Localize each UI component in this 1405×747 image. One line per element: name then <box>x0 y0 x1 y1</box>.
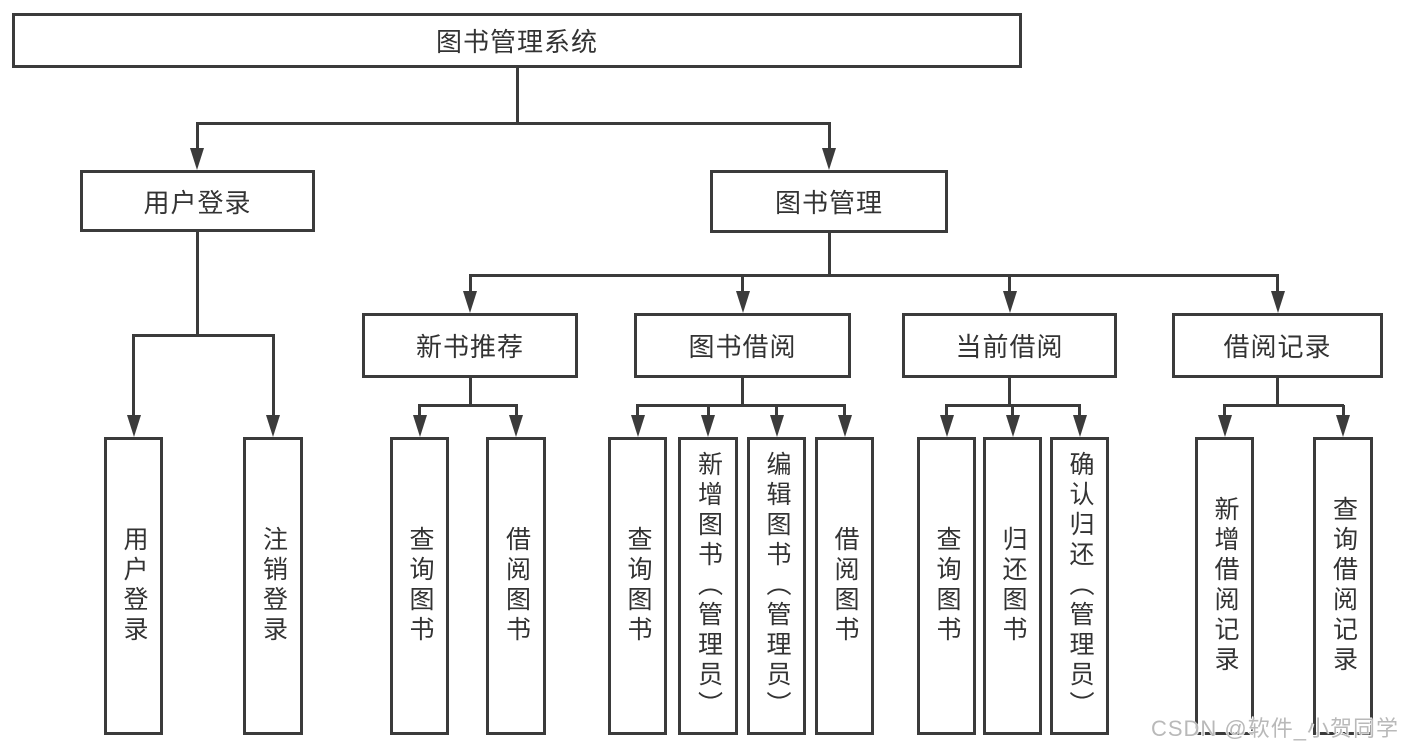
connector-line <box>775 405 778 419</box>
leaf-current-query-books: 查询图书 <box>917 437 976 735</box>
node-borrowing-records: 借阅记录 <box>1172 313 1383 378</box>
connector-line <box>1008 376 1011 406</box>
connector-line <box>827 123 831 151</box>
connector-line <box>636 404 846 407</box>
connector-line <box>1223 404 1344 407</box>
leaf-records-add-record: 新增借阅记录 <box>1195 437 1254 735</box>
connector-line <box>843 405 846 419</box>
leaf-borrowing-query-books-label: 查询图书 <box>624 526 652 646</box>
connector-line <box>468 274 1279 277</box>
connector-line <box>706 405 710 419</box>
node-root: 图书管理系统 <box>12 13 1022 68</box>
connector-line <box>468 376 472 406</box>
leaf-current-confirm-return-label: 确认归还（管理员） <box>1066 451 1094 721</box>
leaf-records-add-record-label: 新增借阅记录 <box>1211 496 1239 676</box>
leaf-logout-label: 注销登录 <box>259 526 288 646</box>
node-book-management-label: 图书管理 <box>774 188 883 218</box>
connector-line <box>1276 376 1279 406</box>
connector-line <box>195 121 831 125</box>
leaf-borrowing-borrow-books: 借阅图书 <box>815 437 874 735</box>
arrow-down-icon <box>837 415 852 437</box>
csdn-watermark: CSDN @软件_小贺同学 <box>1150 716 1399 741</box>
arrow-down-icon <box>1270 291 1285 313</box>
connector-line <box>468 276 472 294</box>
leaf-borrowing-edit-books: 编辑图书（管理员） <box>747 437 806 735</box>
leaf-borrowing-query-books: 查询图书 <box>608 437 667 735</box>
node-book-borrowing: 图书借阅 <box>634 313 851 378</box>
leaf-borrowing-add-books-label: 新增图书（管理员） <box>694 451 723 721</box>
arrow-down-icon <box>822 148 836 170</box>
arrow-down-icon <box>190 148 204 170</box>
node-user-login: 用户登录 <box>80 170 315 232</box>
leaf-records-query-record: 查询借阅记录 <box>1313 437 1373 735</box>
leaf-borrowing-edit-books-label: 编辑图书（管理员） <box>763 451 791 721</box>
node-book-borrowing-label: 图书借阅 <box>688 332 797 362</box>
leaf-recommend-query-books: 查询图书 <box>390 437 449 735</box>
leaf-current-confirm-return: 确认归还（管理员） <box>1050 437 1109 735</box>
node-user-login-label: 用户登录 <box>143 187 252 218</box>
connector-line <box>271 335 275 419</box>
node-book-management: 图书管理 <box>710 170 948 233</box>
arrow-down-icon <box>509 415 523 437</box>
leaf-recommend-query-books-label: 查询图书 <box>406 526 434 646</box>
connector-line <box>515 68 519 123</box>
arrow-down-icon <box>735 291 750 313</box>
leaf-logout: 注销登录 <box>243 437 303 735</box>
arrow-down-icon <box>1072 415 1087 437</box>
leaf-borrowing-add-books: 新增图书（管理员） <box>678 437 738 735</box>
connector-line <box>945 405 948 419</box>
connector-line <box>418 405 421 419</box>
arrow-down-icon <box>126 415 141 437</box>
arrow-down-icon <box>939 415 954 437</box>
arrow-down-icon <box>463 291 477 313</box>
connector-line <box>132 333 275 337</box>
node-new-book-recommend: 新书推荐 <box>362 313 578 378</box>
connector-line <box>636 405 639 419</box>
leaf-current-query-books-label: 查询图书 <box>933 526 961 646</box>
connector-line <box>1276 276 1279 294</box>
connector-line <box>741 276 744 294</box>
leaf-user-login-label: 用户登录 <box>120 526 148 646</box>
connector-line <box>514 405 518 419</box>
leaf-recommend-borrow-books-label: 借阅图书 <box>502 526 531 646</box>
node-current-borrowing: 当前借阅 <box>902 313 1117 378</box>
node-current-borrowing-label: 当前借阅 <box>955 332 1064 362</box>
connector-line <box>741 376 744 406</box>
leaf-recommend-borrow-books: 借阅图书 <box>486 437 546 735</box>
leaf-current-return-books: 归还图书 <box>983 437 1042 735</box>
arrow-down-icon <box>1336 415 1350 437</box>
connector-line <box>1341 405 1345 419</box>
connector-line <box>1011 405 1014 419</box>
arrow-down-icon <box>1005 415 1020 437</box>
connector-line <box>1008 276 1011 294</box>
connector-line <box>132 335 135 419</box>
arrow-down-icon <box>412 415 427 437</box>
arrow-down-icon <box>630 415 645 437</box>
leaf-user-login: 用户登录 <box>104 437 163 735</box>
arrow-down-icon <box>1002 291 1017 313</box>
connector-line <box>195 123 199 151</box>
connector-line <box>418 404 518 407</box>
node-borrowing-records-label: 借阅记录 <box>1223 332 1332 362</box>
connector-line <box>827 230 831 276</box>
node-new-book-recommend-label: 新书推荐 <box>415 332 524 362</box>
leaf-current-return-books-label: 归还图书 <box>999 526 1027 646</box>
leaf-borrowing-borrow-books-label: 借阅图书 <box>831 526 859 646</box>
connector-line <box>1078 405 1081 419</box>
arrow-down-icon <box>701 415 715 437</box>
arrow-down-icon <box>1217 415 1232 437</box>
connector-line <box>1223 405 1226 419</box>
connector-line <box>195 230 199 336</box>
arrow-down-icon <box>769 415 784 437</box>
node-root-label: 图书管理系统 <box>435 27 598 57</box>
leaf-records-query-record-label: 查询借阅记录 <box>1329 496 1358 676</box>
arrow-down-icon <box>266 415 280 437</box>
